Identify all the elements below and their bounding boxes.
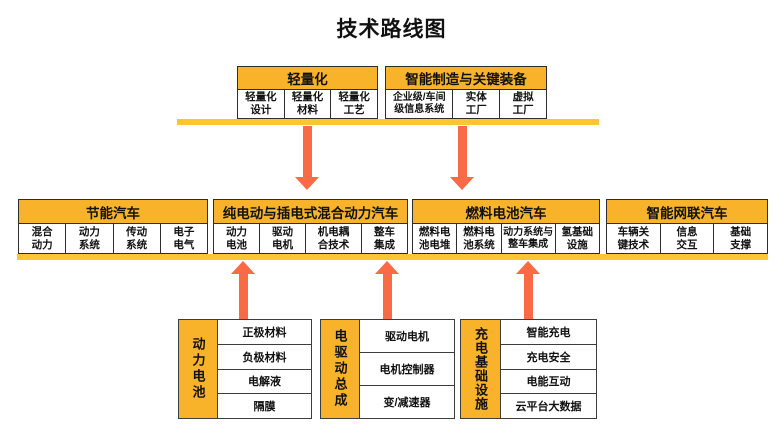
item-cell: 电解液 — [218, 368, 311, 394]
group-bev-phev: 纯电动与插电式混合动力汽车 动力 电池 驱动 电机 机电耦 合技术 整车 集成 — [213, 199, 408, 254]
group-header: 智能网联汽车 — [607, 200, 767, 224]
group-header: 轻量化 — [238, 67, 377, 90]
group-lightweight: 轻量化 轻量化 设计 轻量化 材料 轻量化 工艺 — [237, 66, 378, 119]
connector-bar-top — [177, 119, 599, 125]
group-cell: 轻量化 设计 — [245, 91, 277, 116]
group-cell: 混合 动力 — [31, 225, 53, 251]
item-list: 驱动电机 电机控制器 变/减速器 — [360, 320, 454, 418]
group-cell: 氢基础 设施 — [554, 224, 599, 253]
group-intelligent-connected-vehicle: 智能网联汽车 车辆关 键技术 信息 交互 基础 支撑 — [606, 199, 768, 254]
group-cell: 信息 交互 — [659, 224, 714, 253]
up-arrow-icon — [231, 261, 255, 274]
down-arrow-icon — [450, 177, 474, 190]
item-cell: 智能充电 — [526, 326, 571, 339]
group-smart-manufacturing: 智能制造与关键装备 企业级/车间 级信息系统 实体 工厂 虚拟 工厂 — [385, 66, 547, 119]
item-cell: 充电安全 — [501, 343, 596, 369]
group-cell: 企业级/车间 级信息系统 — [392, 92, 446, 115]
item-cell: 变/减速器 — [360, 385, 454, 418]
up-arrow-icon — [382, 274, 392, 319]
box-charging-infrastructure: 充电基础设施 智能充电 充电安全 电能互动 云平台大数据 — [460, 319, 597, 419]
page-title: 技术路线图 — [336, 18, 447, 41]
group-cell: 车辆关 键技术 — [617, 225, 650, 251]
group-cells: 动力 电池 驱动 电机 机电耦 合技术 整车 集成 — [214, 224, 407, 253]
box-edrive-assembly: 电驱动总成 驱动电机 电机控制器 变/减速器 — [320, 319, 455, 419]
item-cell: 负极材料 — [218, 343, 311, 369]
vertical-label: 动力电池 — [179, 320, 218, 418]
down-arrow-icon — [302, 126, 312, 177]
item-cell: 隔膜 — [218, 393, 311, 418]
group-cell: 动力系统与 整车集成 — [500, 224, 555, 253]
vertical-label: 充电基础设施 — [461, 320, 501, 418]
vertical-label: 电驱动总成 — [321, 320, 360, 418]
group-cells: 车辆关 键技术 信息 交互 基础 支撑 — [607, 224, 767, 253]
group-cell: 燃料电 池电堆 — [418, 225, 451, 251]
item-list: 智能充电 充电安全 电能互动 云平台大数据 — [501, 320, 596, 418]
group-header: 节能汽车 — [19, 200, 207, 224]
up-arrow-icon — [375, 261, 399, 274]
connector-bar-middle — [17, 254, 768, 260]
group-cell: 驱动 电机 — [259, 224, 305, 253]
group-header: 燃料电池汽车 — [413, 200, 599, 224]
item-cell: 电能互动 — [501, 368, 596, 394]
group-cells: 混合 动力 动力 系统 传动 系统 电子 电气 — [19, 224, 207, 253]
group-energy-saving-vehicle: 节能汽车 混合 动力 动力 系统 传动 系统 电子 电气 — [18, 199, 208, 254]
item-cell: 正极材料 — [242, 326, 287, 339]
group-cell: 基础 支撑 — [713, 224, 767, 253]
group-cells: 轻量化 设计 轻量化 材料 轻量化 工艺 — [238, 90, 377, 118]
group-cell: 传动 系统 — [112, 224, 160, 253]
group-cell: 整车 集成 — [360, 224, 407, 253]
group-cell: 动力 系统 — [65, 224, 112, 253]
item-cell: 驱动电机 — [385, 331, 429, 343]
group-cell: 轻量化 工艺 — [330, 90, 377, 118]
group-cell: 实体 工厂 — [452, 90, 499, 118]
group-cell: 电子 电气 — [159, 224, 207, 253]
group-cells: 企业级/车间 级信息系统 实体 工厂 虚拟 工厂 — [386, 90, 546, 118]
item-list: 正极材料 负极材料 电解液 隔膜 — [218, 320, 311, 418]
box-power-battery: 动力电池 正极材料 负极材料 电解液 隔膜 — [178, 319, 312, 419]
up-arrow-icon — [523, 274, 533, 319]
group-cell: 机电耦 合技术 — [305, 224, 361, 253]
up-arrow-icon — [238, 274, 248, 319]
group-cell: 轻量化 材料 — [283, 90, 331, 118]
group-cell: 燃料电 池系统 — [456, 224, 500, 253]
group-cell: 动力 电池 — [226, 225, 248, 251]
down-arrow-icon — [457, 126, 467, 177]
group-header: 智能制造与关键装备 — [386, 67, 546, 90]
item-cell: 云平台大数据 — [501, 393, 596, 418]
group-header: 纯电动与插电式混合动力汽车 — [214, 200, 407, 224]
item-cell: 电机控制器 — [360, 352, 454, 385]
down-arrow-icon — [295, 177, 319, 190]
group-cells: 燃料电 池电堆 燃料电 池系统 动力系统与 整车集成 氢基础 设施 — [413, 224, 599, 253]
group-cell: 虚拟 工厂 — [499, 90, 546, 118]
group-fuel-cell-vehicle: 燃料电池汽车 燃料电 池电堆 燃料电 池系统 动力系统与 整车集成 氢基础 设施 — [412, 199, 600, 254]
up-arrow-icon — [516, 261, 540, 274]
